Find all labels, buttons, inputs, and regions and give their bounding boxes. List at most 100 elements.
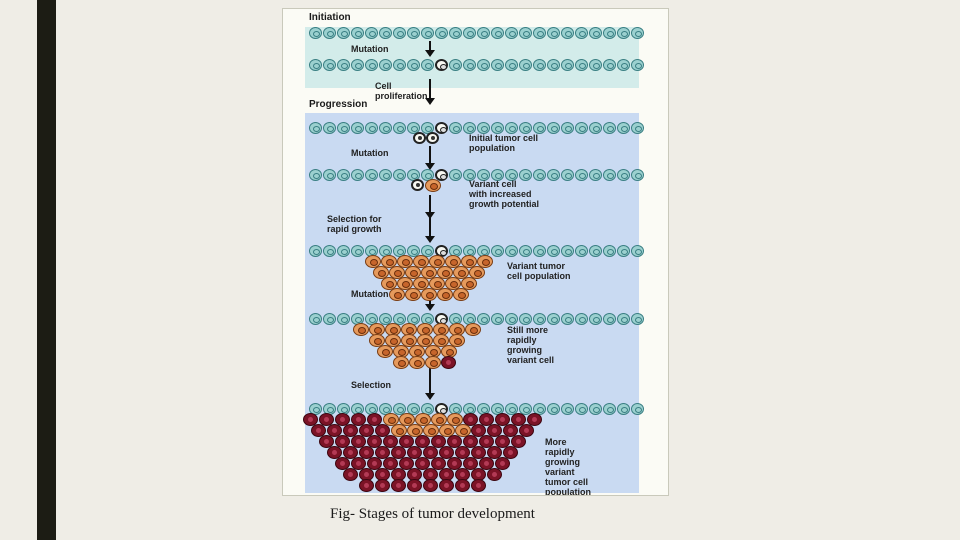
still-more-label: Still more rapidly growing variant cell	[507, 325, 554, 365]
initiation-heading: Initiation	[309, 12, 351, 23]
normal-cell	[533, 27, 546, 39]
normal-cell	[323, 245, 336, 257]
normal-cell	[491, 59, 504, 71]
mutation-label-1: Mutation	[351, 44, 389, 54]
normal-cell	[617, 169, 630, 181]
normal-cell	[519, 313, 532, 325]
normal-cell	[351, 169, 364, 181]
normal-cell	[337, 169, 350, 181]
normal-cell	[603, 245, 616, 257]
normal-cell	[617, 59, 630, 71]
normal-cell	[435, 27, 448, 39]
tumor-cell	[413, 132, 426, 144]
normal-cell	[477, 59, 490, 71]
normal-cell	[323, 27, 336, 39]
normal-cell	[309, 59, 322, 71]
arrow-down	[429, 146, 431, 164]
normal-cell	[575, 169, 588, 181]
normal-cell	[561, 59, 574, 71]
variant-cell	[425, 179, 441, 192]
initial-population-label: Initial tumor cell population	[469, 133, 538, 153]
arrow-down	[429, 195, 431, 213]
normal-cell	[561, 27, 574, 39]
normal-cell	[309, 169, 322, 181]
normal-cell	[477, 27, 490, 39]
arrow-down	[429, 41, 431, 51]
normal-cell	[631, 169, 644, 181]
normal-cell	[323, 59, 336, 71]
cell-proliferation-label: Cell proliferation	[375, 81, 428, 101]
normal-cell	[323, 169, 336, 181]
aggressive-cell	[471, 479, 486, 492]
normal-cell	[519, 245, 532, 257]
aggressive-cell	[441, 356, 456, 369]
normal-cell	[379, 122, 392, 134]
normal-cell	[631, 122, 644, 134]
variant-cell	[353, 323, 369, 336]
normal-cell	[393, 122, 406, 134]
normal-cell	[505, 245, 518, 257]
variant-cell	[389, 288, 405, 301]
normal-cell	[337, 122, 350, 134]
sidebar-bar	[37, 0, 56, 540]
normal-cell	[337, 59, 350, 71]
normal-cell	[561, 403, 574, 415]
normal-cell	[603, 27, 616, 39]
variant-cell	[421, 288, 437, 301]
normal-cell	[309, 27, 322, 39]
normal-cell	[589, 169, 602, 181]
normal-cell	[589, 59, 602, 71]
normal-cell	[631, 313, 644, 325]
normal-cell	[323, 122, 336, 134]
normal-cell	[589, 245, 602, 257]
normal-cell	[337, 245, 350, 257]
normal-cell	[351, 59, 364, 71]
variant-cell	[437, 288, 453, 301]
normal-cell	[533, 59, 546, 71]
normal-cell	[547, 313, 560, 325]
normal-cell	[519, 27, 532, 39]
variant-population-label: Variant tumor cell population	[507, 261, 571, 281]
normal-cell	[561, 169, 574, 181]
selection-label: Selection	[351, 380, 391, 390]
normal-cell	[547, 403, 560, 415]
normal-cell	[617, 403, 630, 415]
normal-cell	[575, 27, 588, 39]
normal-cell	[365, 122, 378, 134]
arrow-down	[429, 217, 431, 237]
normal-cell	[617, 122, 630, 134]
normal-cell	[533, 313, 546, 325]
normal-cell	[617, 313, 630, 325]
mutation-label-3: Mutation	[351, 289, 389, 299]
normal-cell	[631, 245, 644, 257]
more-rapidly-label: More rapidly growing variant tumor cell …	[545, 437, 591, 496]
normal-cell	[631, 403, 644, 415]
normal-cell	[449, 122, 462, 134]
variant-cell	[377, 345, 393, 358]
normal-cell	[421, 27, 434, 39]
tumor-development-figure: Initiation Progression Mutation Cell pro…	[282, 8, 669, 496]
normal-cell	[603, 403, 616, 415]
normal-cell	[407, 59, 420, 71]
normal-cell	[575, 313, 588, 325]
variant-cell	[453, 288, 469, 301]
normal-cell	[449, 169, 462, 181]
normal-cell	[379, 27, 392, 39]
normal-cell	[589, 122, 602, 134]
figure-caption: Fig- Stages of tumor development	[330, 506, 535, 523]
normal-cell	[505, 27, 518, 39]
normal-cell	[575, 403, 588, 415]
selection-rapid-label: Selection for rapid growth	[327, 214, 382, 234]
normal-cell	[421, 59, 434, 71]
normal-cell	[505, 59, 518, 71]
variant-cell	[393, 356, 409, 369]
aggressive-cell	[455, 479, 470, 492]
variant-cell	[465, 323, 481, 336]
normal-cell	[491, 245, 504, 257]
mutated-cell	[435, 59, 448, 71]
normal-cell	[491, 313, 504, 325]
progression-heading: Progression	[309, 99, 367, 110]
tumor-cell	[426, 132, 439, 144]
normal-cell	[617, 245, 630, 257]
normal-cell	[603, 169, 616, 181]
